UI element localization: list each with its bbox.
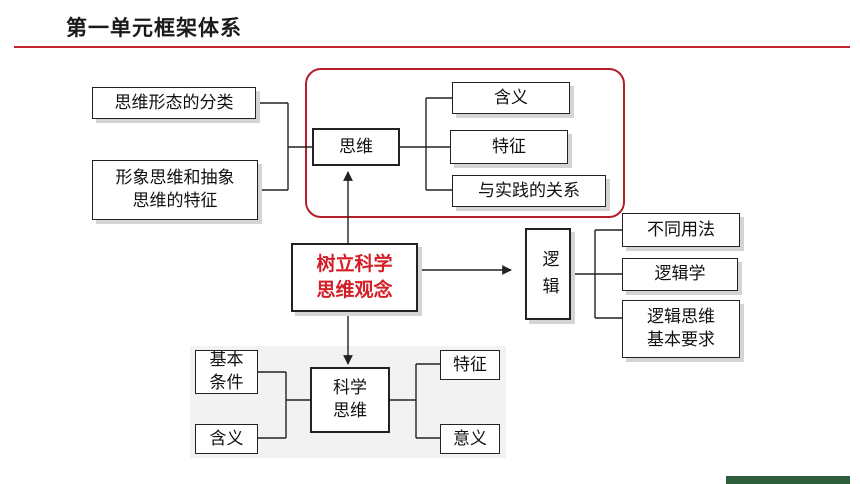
box-basic-conditions: 基本 条件 (195, 350, 258, 394)
page-title: 第一单元框架体系 (66, 16, 242, 40)
corner-decoration (726, 476, 850, 484)
box-image-abstract: 形象思维和抽象 思维的特征 (92, 160, 258, 220)
box-thinking-meaning: 含义 (452, 82, 570, 114)
box-thinking-features: 特征 (450, 130, 568, 164)
box-scientific-thinking: 科学 思维 (310, 367, 390, 433)
box-classification: 思维形态的分类 (92, 87, 256, 119)
box-thinking-practice: 与实践的关系 (452, 175, 606, 207)
box-sci-significance: 意义 (440, 424, 500, 454)
box-center-topic: 树立科学 思维观念 (291, 243, 418, 312)
title-underline (14, 46, 850, 48)
box-thinking: 思维 (312, 128, 400, 166)
box-logic: 逻辑 (525, 228, 571, 320)
box-sci-meaning: 含义 (195, 424, 258, 454)
box-logic-study: 逻辑学 (622, 258, 738, 291)
box-logic-requirements: 逻辑思维 基本要求 (622, 300, 740, 358)
box-logic-usages: 不同用法 (622, 213, 740, 247)
thinking-highlight-frame (305, 68, 625, 218)
box-sci-features: 特征 (440, 350, 500, 380)
